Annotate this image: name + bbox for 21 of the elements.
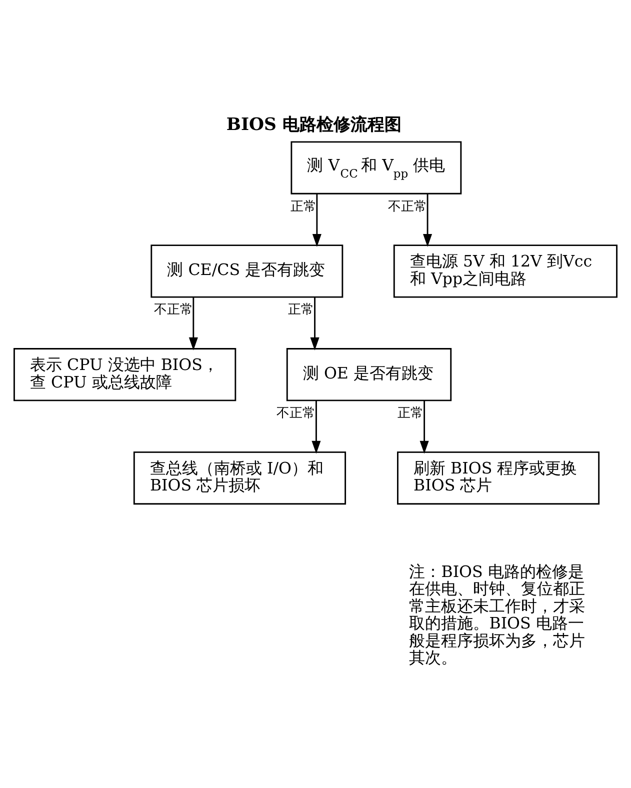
edge-label: 正常 xyxy=(398,406,424,422)
node-box: 测 V$_{CC}$ 和 V$_{pp}$ 供电 xyxy=(290,141,462,194)
edge-label: 不正常 xyxy=(388,199,427,214)
arrow xyxy=(423,194,432,247)
arrow xyxy=(312,400,321,454)
arrow xyxy=(188,297,198,350)
arrow xyxy=(312,194,322,247)
edge-label: 不正常 xyxy=(154,302,193,318)
node-box: 查总线（南桥或 I/O）和 BIOS 芯片损坏 xyxy=(133,451,346,505)
diagram-title: BIOS 电路检修流程图 xyxy=(226,114,402,135)
edge-label: 正常 xyxy=(288,302,314,318)
label: 注：BIOS 电路的检修是在供电、时钟、复位都正常主板还未工作时，才采取的措施。BIOS 电路一般是程序损坏为多，芯片其次。 xyxy=(409,562,586,668)
node-box: 刷新 BIOS 程序或更换 BIOS 芯片 xyxy=(397,451,600,505)
arrow xyxy=(420,400,429,454)
node-box: 表示 CPU 没选中 BIOS，查 CPU 或总线故障 xyxy=(14,348,236,402)
node-box: 测 CE/CS 是否有跳变 xyxy=(150,244,344,298)
edge-label: 正常 xyxy=(290,199,316,214)
node-box: 查电源 5V 和 12V 到Vcc 和 Vpp之间电路 xyxy=(393,244,618,298)
arrow xyxy=(310,297,320,350)
edge-label: 不正常 xyxy=(276,406,316,422)
node-box: 测 OE 是否有跳变 xyxy=(286,348,452,402)
